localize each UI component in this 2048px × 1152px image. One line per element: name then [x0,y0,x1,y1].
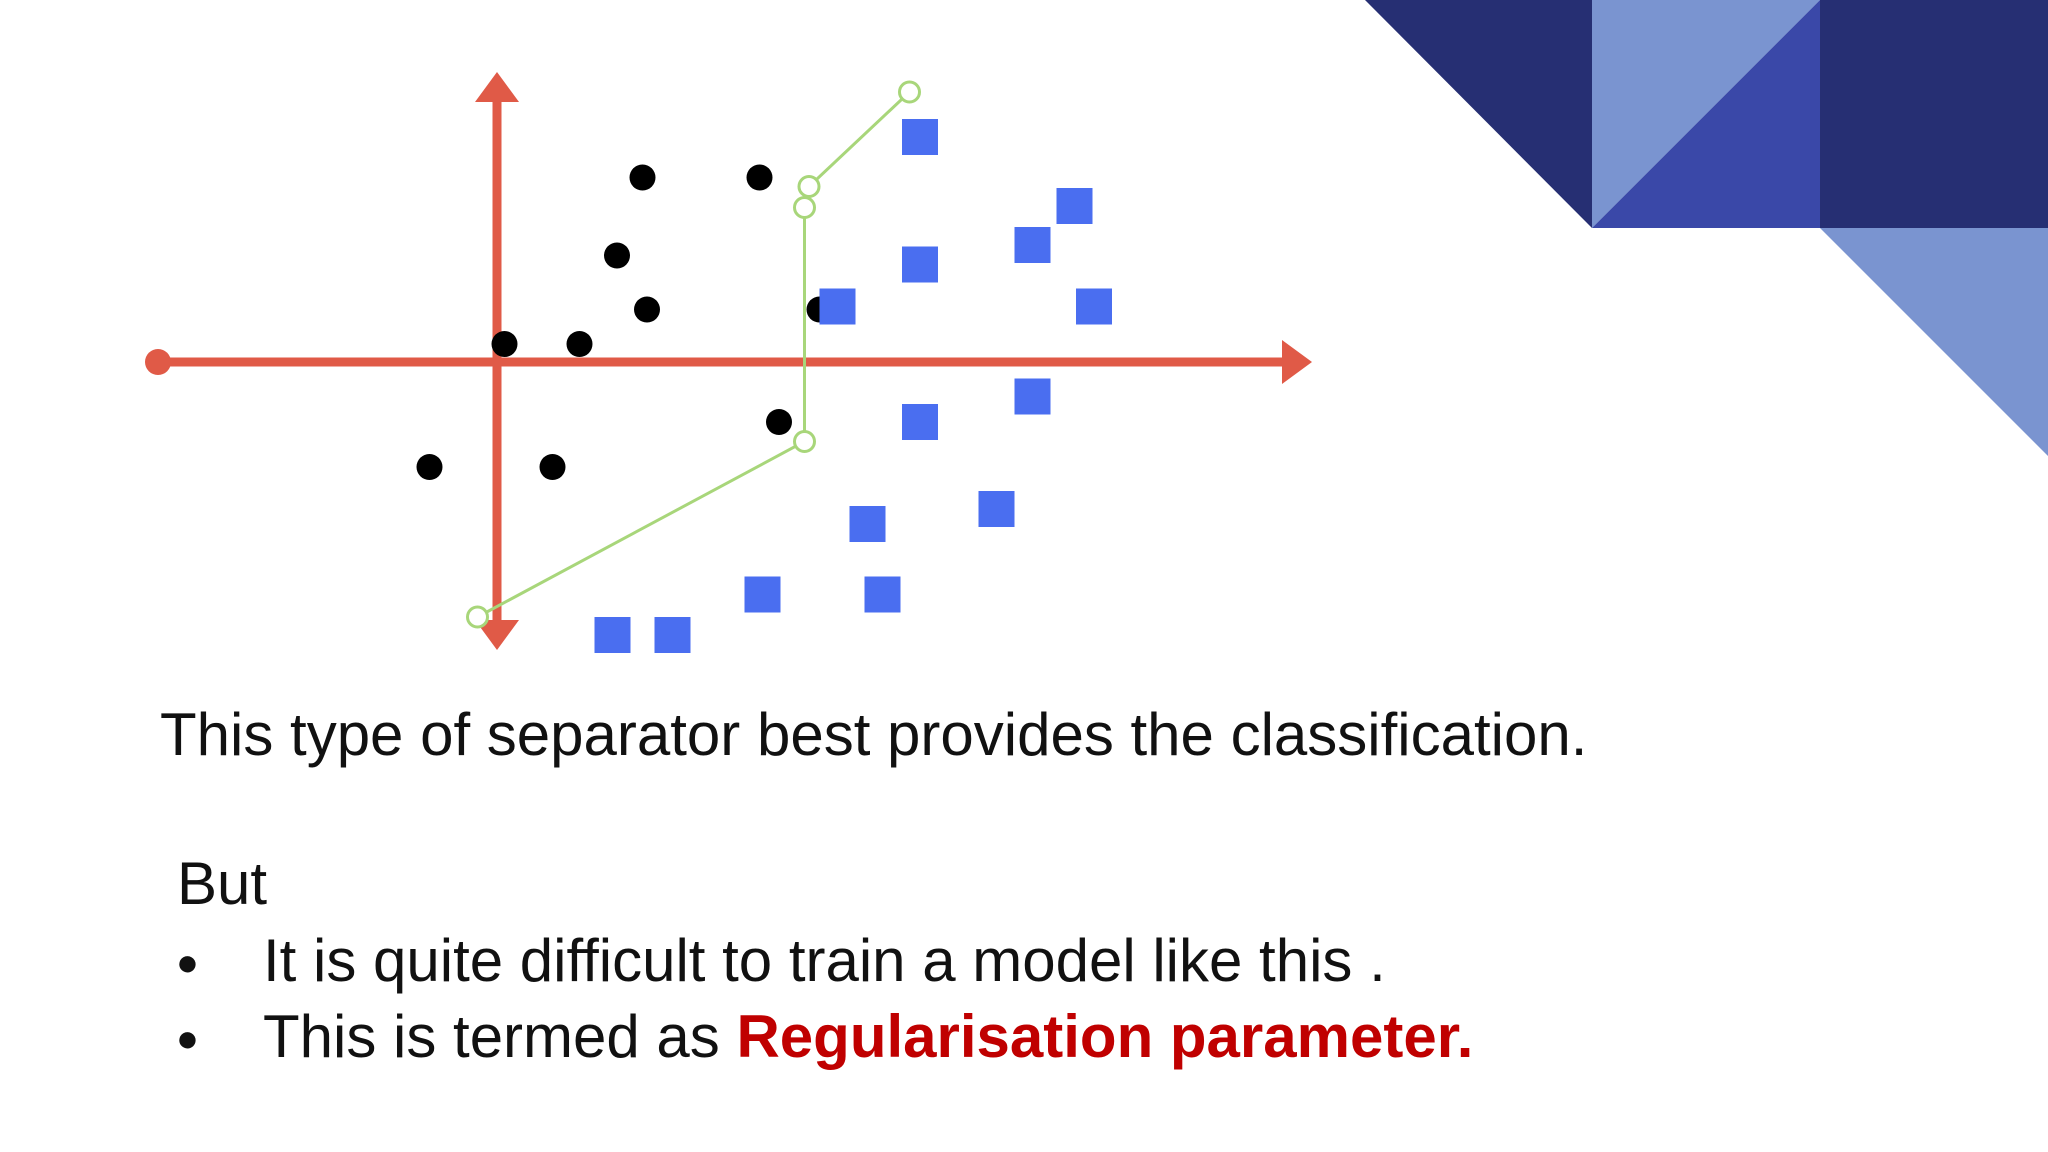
class-b-point [594,617,631,653]
regularisation-term: Regularisation parameter. [736,1003,1474,1070]
class-a-point [539,454,566,480]
class-b-points [594,119,1112,653]
class-b-point [864,576,901,613]
class-a-point [629,164,656,191]
class-b-point [902,404,938,440]
class-a-point [634,296,660,323]
bullet-item-regularisation: ● This is termed as Regularisation parame… [176,1002,1473,1074]
coordinate-axes [145,72,1312,650]
decor-dark-triangle-left [1365,0,1592,228]
class-b-point [1056,188,1093,224]
class-a-point [604,242,630,269]
decor-dark-block [1820,0,2048,228]
separator-line [466,80,921,629]
bullet-dot: ● [176,1018,199,1060]
class-a-point [766,409,792,435]
class-a-point [746,164,773,191]
separator-vertex [793,430,816,453]
decor-light-bottom-triangle [1820,228,2048,456]
decor-mid-triangle [1592,0,1820,228]
bullet-text: It is quite difficult to train a model l… [263,927,1386,994]
slide-caption: This type of separator best provides the… [160,701,1588,768]
x-axis-arrowhead [1282,340,1312,384]
class-b-point [819,288,856,325]
x-axis-origin-dot [145,349,171,375]
class-a-point [566,331,593,357]
bullet-dot: ● [176,942,199,984]
class-b-point [1014,378,1051,415]
class-b-point [744,576,781,613]
class-a-point [416,454,443,480]
bullet-text-prefix: This is termed as [263,1003,737,1070]
separator-vertex [898,80,921,104]
class-b-point [978,491,1015,527]
separator-vertex [466,605,489,629]
but-label: But [177,850,268,917]
separator-path [476,90,911,619]
y-axis-arrowhead-down [475,620,519,650]
separator-vertex [797,175,821,198]
y-axis-arrowhead-up [475,72,519,102]
class-a-points [416,164,833,480]
class-b-point [902,246,938,283]
separator-vertex [793,196,816,219]
class-b-point [1014,227,1051,263]
class-b-point [1076,288,1112,325]
class-a-point [491,331,518,357]
bullet-item-difficulty: ● It is quite difficult to train a model … [176,926,1386,998]
class-b-point [849,506,886,542]
class-b-point [902,119,938,155]
class-b-point [654,617,691,653]
